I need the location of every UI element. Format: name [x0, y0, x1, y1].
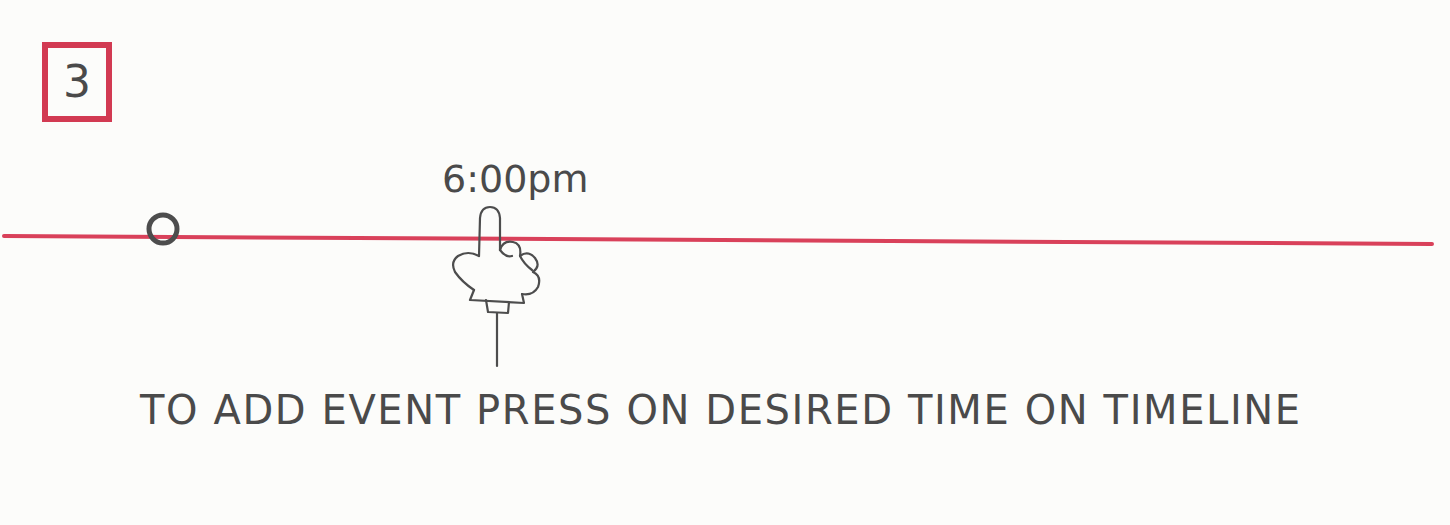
- step-number: 3: [63, 60, 91, 104]
- step-number-box: 3: [42, 42, 112, 122]
- instruction-note: TO ADD EVENT PRESS ON DESIRED TIME ON TI…: [140, 390, 1302, 430]
- timeline-marker: [149, 215, 177, 243]
- timeline-line: [4, 236, 1432, 244]
- time-label: 6:00pm: [442, 160, 588, 198]
- pointing-hand: [453, 207, 539, 366]
